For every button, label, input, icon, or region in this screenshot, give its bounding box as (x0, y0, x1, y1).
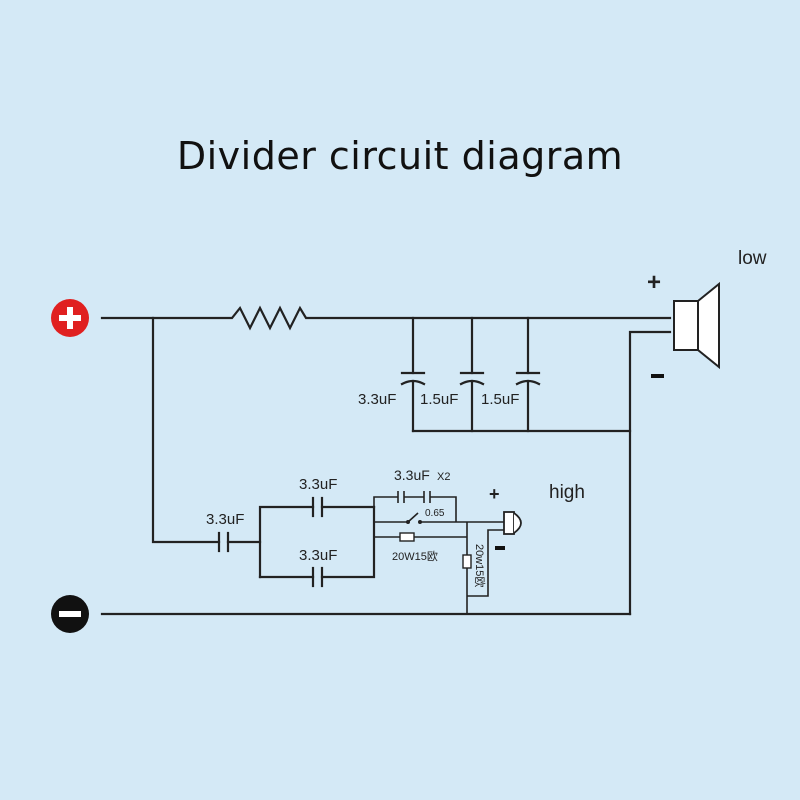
diagram-title: Divider circuit diagram (176, 134, 624, 178)
low-minus-sign (651, 374, 664, 378)
low-cap-1-label: 3.3uF (358, 391, 396, 408)
low-plus-sign: + (647, 269, 661, 296)
tweeter-speaker-icon (503, 511, 522, 535)
low-label: low (738, 248, 767, 269)
low-pass-capacitor-bank (400, 316, 632, 433)
switch-value-label: 0.65 (425, 508, 445, 519)
woofer-speaker-icon (673, 281, 720, 370)
lower-cap-label: 3.3uF (299, 547, 337, 564)
pair-cap-multiplier: X2 (437, 471, 450, 483)
low-cap-2-label: 1.5uF (420, 391, 458, 408)
positive-terminal-icon (51, 299, 89, 337)
tweeter-feed-wire (151, 316, 221, 544)
low-cap-3-label: 1.5uF (481, 391, 519, 408)
parallel-capacitors (258, 496, 376, 588)
high-minus-sign (495, 546, 505, 550)
woofer-return-wire (628, 330, 672, 616)
positive-rail (100, 305, 672, 331)
high-plus-sign: + (489, 484, 500, 504)
input-cap-label: 3.3uF (206, 511, 244, 528)
high-label: high (549, 482, 585, 503)
attenuation-network (373, 491, 510, 614)
negative-terminal-icon (51, 595, 89, 633)
input-capacitor (217, 531, 262, 553)
series-resistor-label: 20W15欧 (392, 550, 438, 563)
shunt-resistor-label: 20w15欧 (473, 544, 486, 587)
pair-cap-label: 3.3uF (394, 467, 430, 483)
upper-cap-label: 3.3uF (299, 476, 337, 493)
